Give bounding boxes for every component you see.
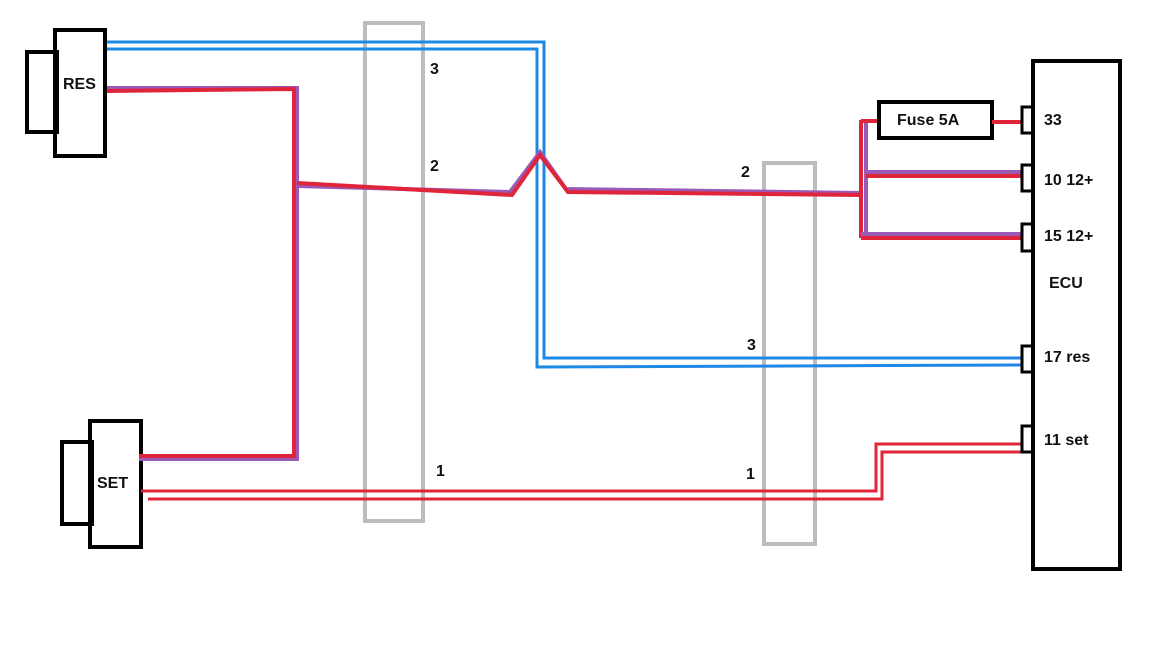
ecu-body (1031, 59, 1122, 571)
wire-1-red (141, 442, 1022, 501)
res-switch-label: RES (63, 76, 96, 93)
ecu-pin-11-terminal (1020, 424, 1033, 454)
ecu-pin-10-terminal (1020, 163, 1033, 193)
wire-res-set-red-strand (106, 86, 296, 458)
wire-1-red-strand-b (148, 450, 1022, 501)
ecu-pin-11-label: 11 set (1044, 432, 1089, 449)
fuse-label: Fuse 5A (897, 112, 960, 129)
wire-res-set-red (106, 86, 299, 461)
wire-number-2-connector-1: 2 (430, 158, 439, 175)
ecu-pin-33-terminal (1020, 105, 1033, 135)
wire-number-3-connector-1: 3 (430, 61, 439, 78)
wire-3-blue (107, 40, 1023, 369)
wire-2-red (296, 119, 1022, 240)
wire-res-set-purple-strand (107, 86, 299, 461)
res-switch: RES (25, 28, 107, 158)
wire-number-1-connector-1: 1 (436, 463, 445, 480)
wire-3-blue-strand-a (107, 40, 1022, 360)
connector-1 (363, 21, 425, 523)
set-switch-body (88, 419, 143, 549)
set-switch: SET (60, 419, 143, 549)
ecu-pin-33-label: 33 (1044, 112, 1062, 129)
ecu-label: ECU (1049, 275, 1083, 292)
wire-2-red-strand (296, 151, 863, 198)
wire-number-1-connector-2: 1 (746, 466, 755, 483)
ecu-pin-15-terminal (1020, 222, 1033, 253)
ecu-pin-17-terminal (1020, 344, 1033, 374)
wire-number-2-connector-2: 2 (741, 164, 750, 181)
wire-3-blue-strand-b (107, 47, 1023, 369)
wire-1-red-strand-a (141, 442, 1022, 493)
fuse-5a: Fuse 5A (877, 100, 1022, 140)
res-switch-body (53, 28, 107, 158)
ecu-pin-10-label: 10 12+ (1044, 172, 1093, 189)
wire-number-3-connector-2: 3 (747, 337, 756, 354)
ecu-pin-17-label: 17 res (1044, 349, 1090, 366)
res-switch-tab (25, 50, 59, 134)
ecu-pin-15-label: 15 12+ (1044, 228, 1093, 245)
connector-2 (762, 161, 817, 546)
set-switch-tab (60, 440, 94, 526)
set-switch-label: SET (97, 475, 128, 492)
ecu: ECU 33 10 12+ 15 12+ 17 res 11 set (1020, 59, 1122, 571)
